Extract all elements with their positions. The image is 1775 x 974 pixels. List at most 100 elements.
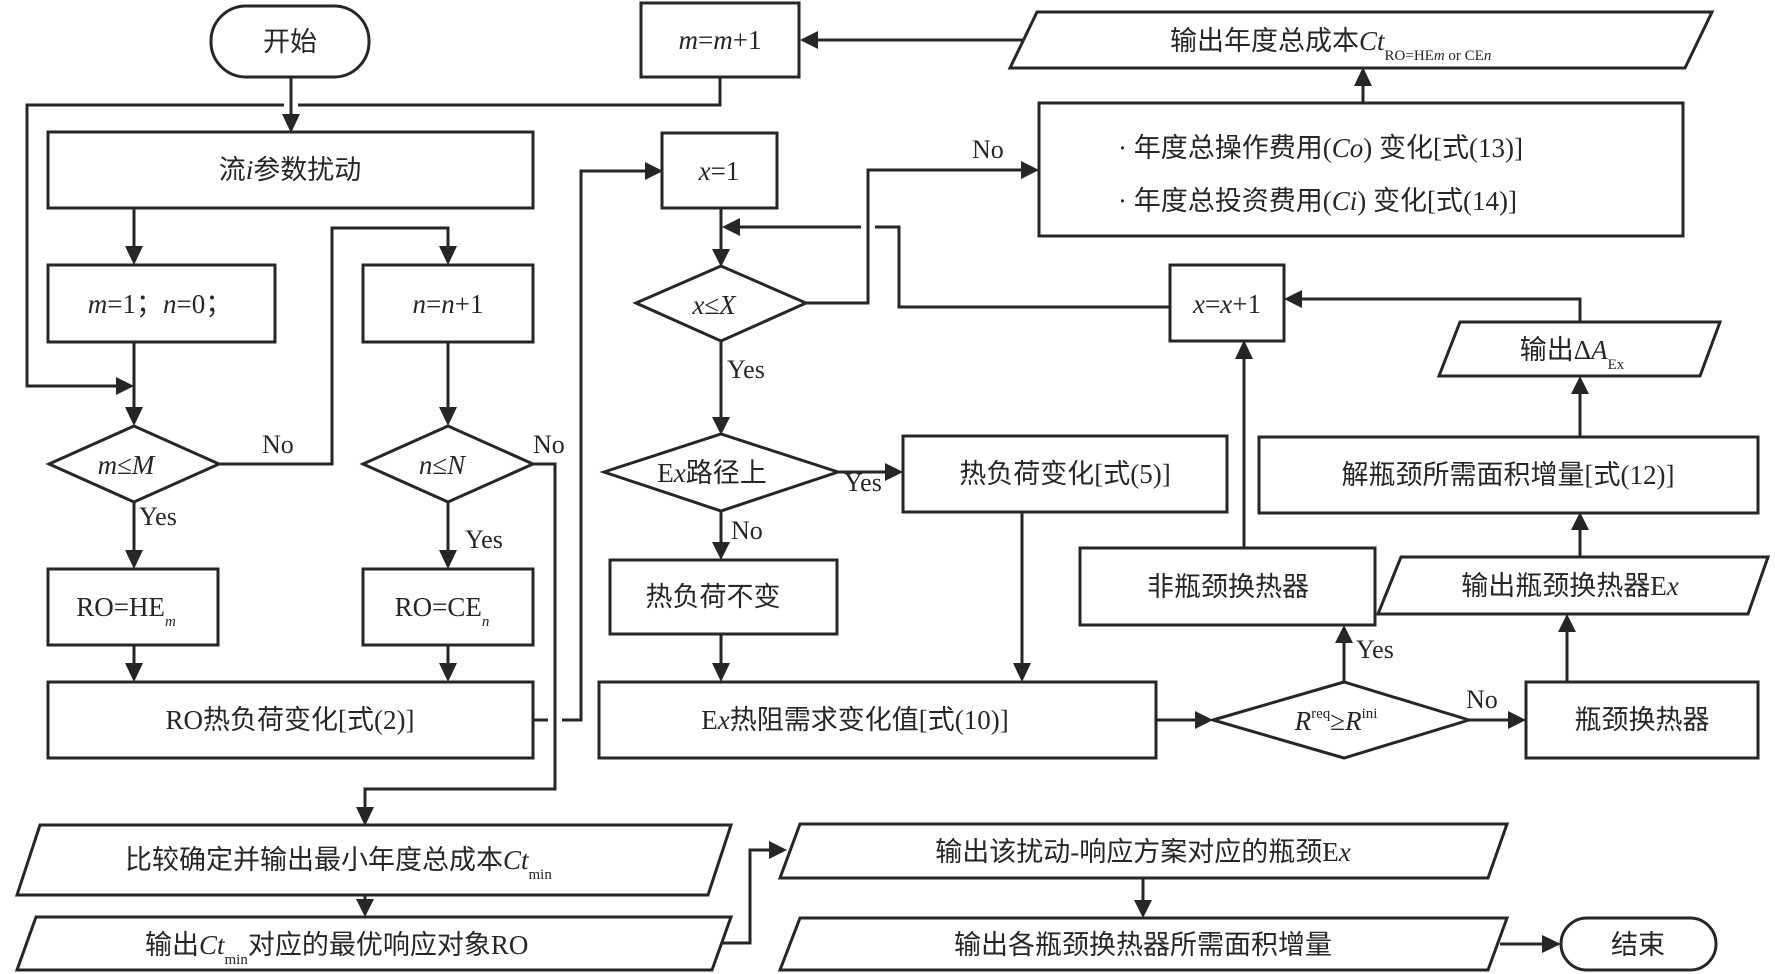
label-r-check-yes: Yes	[1356, 635, 1394, 664]
label-n-check-yes: Yes	[465, 525, 503, 554]
node-m-increment: m=m+1	[639, 1, 801, 79]
arrow-down-icon	[356, 807, 374, 826]
svg-text:Ex路径上: Ex路径上	[657, 458, 766, 488]
svg-text:热负荷变化[式(5)]: 热负荷变化[式(5)]	[959, 459, 1170, 489]
arrow-down-icon	[712, 663, 730, 682]
node-x-check: x≤X	[632, 264, 810, 343]
node-cost-change: · 年度总操作费用(Co) 变化[式(13)] · 年度总投资费用(Ci) 变化…	[1037, 101, 1685, 238]
svg-text:Rreq≥Rini: Rreq≥Rini	[1294, 706, 1378, 736]
arrow-down-icon	[125, 407, 143, 426]
node-ro-he: RO=HEm	[46, 567, 220, 647]
node-ro-duty-change: RO热负荷变化[式(2)]	[46, 680, 535, 760]
var-m: m	[679, 25, 699, 55]
arrow-down-icon	[439, 550, 457, 569]
arrow-down-icon	[439, 663, 457, 682]
arrow-down-icon	[356, 899, 374, 917]
arrow-down-icon	[282, 114, 300, 133]
arrow-down-icon	[712, 417, 730, 435]
svg-text:输出Ctmin对应的最优响应对象RO: 输出Ctmin对应的最优响应对象RO	[145, 930, 528, 968]
edge-xinc-return	[735, 225, 1170, 309]
arrow-down-icon	[439, 407, 457, 426]
arrow-right-icon	[1195, 711, 1213, 729]
node-end: 结束	[1559, 916, 1718, 972]
label-r-check-no: No	[1466, 685, 1498, 714]
node-non-bottleneck: 非瓶颈换热器	[1078, 546, 1377, 627]
svg-text:输出瓶颈换热器Ex: 输出瓶颈换热器Ex	[1461, 571, 1679, 601]
arrow-down-icon	[712, 249, 730, 267]
svg-text:解瓶颈所需面积增量[式(12)]: 解瓶颈所需面积增量[式(12)]	[1342, 460, 1675, 490]
node-ex-on-path: Ex路径上	[599, 432, 843, 513]
label-m-check-no: No	[262, 430, 294, 459]
arrow-down-icon	[439, 246, 457, 265]
svg-text:· 年度总操作费用(Co) 变化[式(13)]: · 年度总操作费用(Co) 变化[式(13)]	[1118, 133, 1523, 163]
label-n-check-no: No	[533, 430, 565, 459]
svg-text:n≤N: n≤N	[419, 450, 467, 480]
arrow-up-icon	[1235, 340, 1253, 359]
svg-text:m=m+1: m=m+1	[679, 25, 762, 55]
edge-deltaa-xinc	[1299, 297, 1582, 322]
label-x-check-no: No	[972, 135, 1004, 164]
arrow-right-icon	[769, 841, 787, 859]
svg-text:比较确定并输出最小年度总成本Ctmin: 比较确定并输出最小年度总成本Ctmin	[125, 845, 552, 883]
label-ex-path-yes: Yes	[844, 468, 882, 497]
node-bottleneck: 瓶颈换热器	[1524, 680, 1760, 760]
arrow-up-icon	[1558, 614, 1576, 632]
node-output-area-all: 输出各瓶颈换热器所需面积增量	[777, 916, 1510, 972]
node-n-increment: n=n+1	[361, 263, 535, 344]
label-ex-path-no: No	[731, 516, 763, 545]
node-init-mn: m=1；n=0；	[46, 263, 277, 344]
label-m-check-yes: Yes	[139, 502, 177, 531]
start-label: 开始	[263, 27, 317, 57]
edge-xcheck-no	[806, 168, 1025, 305]
arrow-down-icon	[1013, 663, 1031, 682]
node-duty-change: 热负荷变化[式(5)]	[901, 434, 1229, 514]
arrow-right-icon	[1542, 935, 1561, 953]
arrow-left-icon	[722, 218, 740, 236]
svg-text:RO热负荷变化[式(2)]: RO热负荷变化[式(2)]	[166, 705, 415, 735]
svg-text:RO=HEm: RO=HEm	[76, 592, 176, 630]
arrow-down-icon	[1134, 900, 1152, 918]
svg-text:x=x+1: x=x+1	[1192, 289, 1261, 319]
label-x-check-yes: Yes	[727, 355, 765, 384]
arrow-right-icon	[1021, 161, 1039, 179]
svg-text:非瓶颈换热器: 非瓶颈换热器	[1147, 572, 1309, 602]
svg-text:输出该扰动-响应方案对应的瓶颈Ex: 输出该扰动-响应方案对应的瓶颈Ex	[935, 837, 1350, 867]
arrow-up-icon	[1571, 512, 1589, 530]
node-n-check: n≤N	[359, 424, 537, 504]
svg-text:RO=CEn: RO=CEn	[395, 592, 490, 630]
svg-text:输出年度总成本CtRO=HEm or CEn: 输出年度总成本CtRO=HEm or CEn	[1170, 26, 1491, 64]
edge-minc-loop	[25, 77, 722, 388]
svg-text:m=1；n=0；: m=1；n=0；	[88, 289, 232, 319]
node-ro-ce: RO=CEn	[361, 567, 535, 647]
node-start: 开始	[209, 4, 371, 79]
arrow-down-icon	[125, 550, 143, 569]
svg-text:Ex热阻需求变化值[式(10)]: Ex热阻需求变化值[式(10)]	[701, 705, 1008, 735]
svg-text:m≤M: m≤M	[98, 450, 156, 480]
node-compare-min-cost: 比较确定并输出最小年度总成本Ctmin	[14, 823, 734, 897]
node-stream-perturbation: 流i参数扰动	[46, 130, 535, 210]
node-output-annual-cost: 输出年度总成本CtRO=HEm or CEn	[1007, 10, 1715, 70]
arrow-up-icon	[1335, 625, 1353, 643]
arrow-down-icon	[125, 663, 143, 682]
svg-text:x=1: x=1	[698, 156, 740, 186]
arrow-down-icon	[712, 542, 730, 560]
node-output-scheme-ex: 输出该扰动-响应方案对应的瓶颈Ex	[777, 822, 1510, 880]
arrowheads	[116, 31, 1589, 953]
node-x-init: x=1	[660, 131, 779, 210]
arrow-right-icon	[116, 377, 134, 395]
arrow-right-icon	[1508, 711, 1526, 729]
edge-labels: No Yes No Yes No Yes Yes No Yes No	[139, 135, 1498, 714]
svg-text:· 年度总投资费用(Ci) 变化[式(14)]: · 年度总投资费用(Ci) 变化[式(14)]	[1118, 186, 1517, 216]
edge-roduty-xinit	[533, 169, 650, 722]
end-label: 结束	[1611, 930, 1665, 960]
arrow-up-icon	[1571, 376, 1589, 394]
svg-text:热负荷不变: 热负荷不变	[646, 582, 781, 612]
node-output-bottleneck-ex: 输出瓶颈换热器Ex	[1375, 555, 1771, 616]
svg-text:n=n+1: n=n+1	[413, 289, 484, 319]
node-m-check: m≤M	[45, 424, 223, 504]
node-solve-area: 解瓶颈所需面积增量[式(12)]	[1257, 435, 1760, 515]
arrow-left-icon	[800, 31, 818, 49]
svg-text:x≤X: x≤X	[691, 290, 737, 320]
connectors	[25, 38, 1582, 946]
